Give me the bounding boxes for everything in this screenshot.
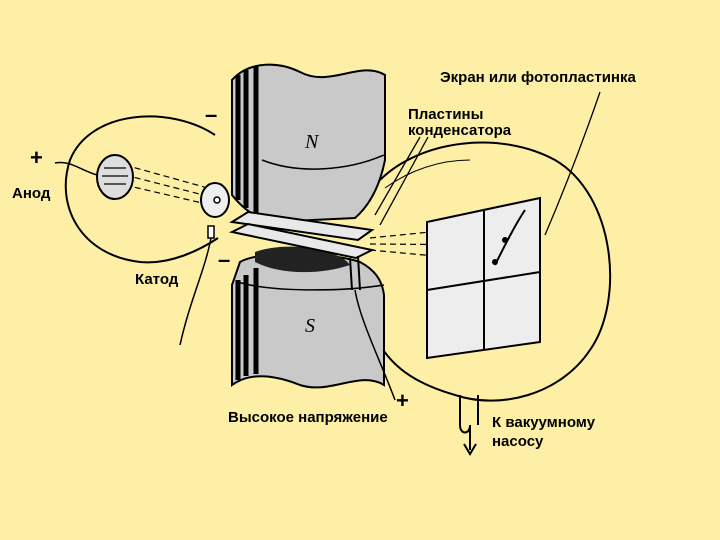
vacuum-pump-tube [459, 395, 479, 456]
leader-lines [374, 91, 601, 236]
magnet-south [231, 246, 385, 389]
south-pole-label: S [305, 315, 315, 337]
high-voltage-plus-sign: + [396, 388, 409, 413]
cathode [179, 182, 230, 346]
cathode-minus-sign: – [218, 247, 230, 272]
anode-label: Анод [12, 185, 51, 202]
cathode-label: Катод [135, 271, 179, 288]
high-voltage-label: Высокое напряжение [228, 409, 388, 426]
pump-label-line2: насосу [492, 433, 544, 450]
screen-label: Экран или фотопластинка [440, 69, 636, 86]
top-minus-sign: – [205, 102, 217, 127]
pump-label-line1: К вакуумному [492, 414, 596, 431]
screen [426, 196, 541, 360]
glass-tube [64, 115, 612, 402]
high-voltage-wire [354, 289, 396, 401]
north-pole-label: N [304, 131, 320, 153]
anode [54, 154, 134, 200]
plates-label-line1: Пластины [408, 106, 483, 123]
anode-plus-sign: + [30, 145, 43, 170]
plates-label-line2: конденсатора [408, 122, 512, 139]
